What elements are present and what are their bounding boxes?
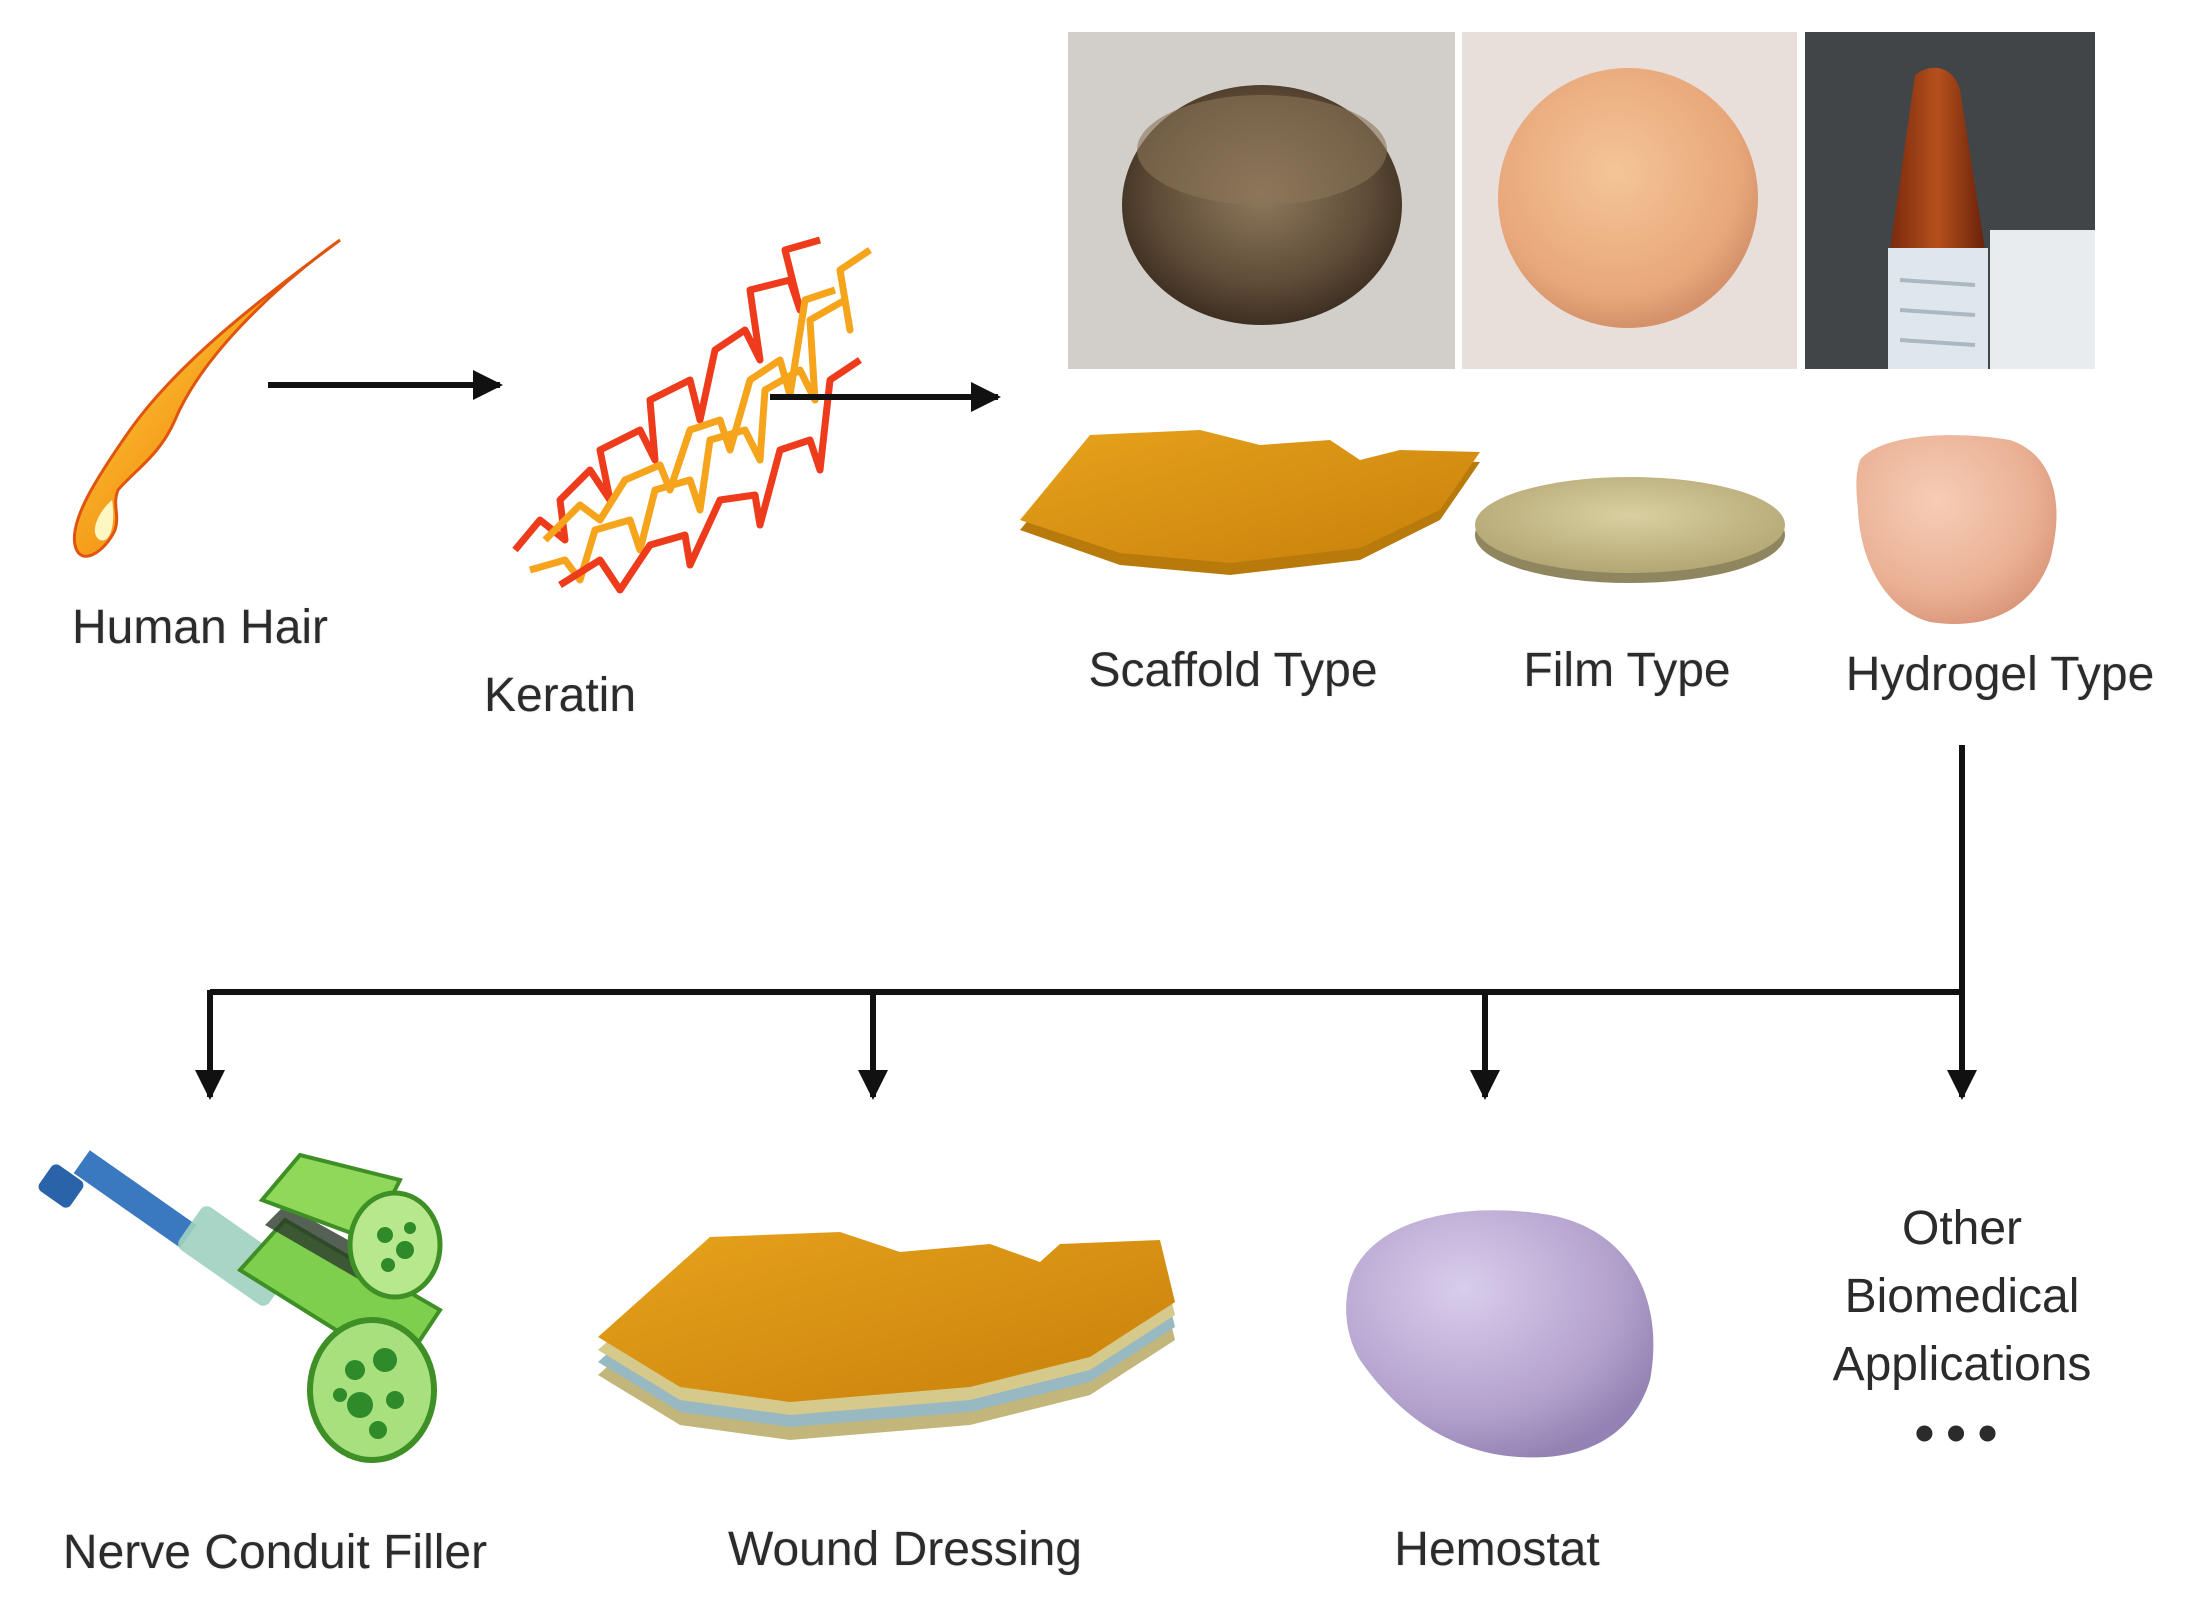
flame-hair-icon	[74, 240, 340, 556]
label-other-biomedical-applications: Other Biomedical Applications •••	[1833, 1195, 2092, 1461]
label-hydrogel-type: Hydrogel Type	[1846, 647, 2155, 702]
nerve-conduit-syringe-icon	[36, 1150, 440, 1460]
other-line-1: Other	[1833, 1195, 2092, 1263]
film-photo	[1462, 32, 1797, 369]
film-disc-icon	[1475, 477, 1785, 583]
scaffold-photo	[1068, 32, 1455, 369]
other-line-2: Biomedical	[1833, 1263, 2092, 1331]
layered-dressing-icon	[598, 1232, 1175, 1440]
label-human-hair: Human Hair	[72, 600, 328, 655]
label-scaffold-type: Scaffold Type	[1088, 643, 1377, 698]
label-film-type: Film Type	[1523, 643, 1730, 698]
label-hemostat: Hemostat	[1394, 1522, 1599, 1577]
other-line-3: Applications	[1833, 1331, 2092, 1399]
label-keratin: Keratin	[484, 668, 636, 723]
scaffold-sheet-icon	[1020, 430, 1480, 575]
hemostat-blob-icon	[1346, 1210, 1653, 1457]
ellipsis-dots: •••	[1833, 1405, 2092, 1461]
label-nerve-conduit-filler: Nerve Conduit Filler	[63, 1525, 487, 1580]
hydrogel-tube-photo	[1805, 32, 2095, 369]
hydrogel-blob-icon	[1856, 435, 2056, 624]
keratin-molecule-icon	[515, 240, 870, 590]
label-wound-dressing: Wound Dressing	[728, 1522, 1082, 1577]
distribution-connectors	[210, 745, 1965, 1097]
